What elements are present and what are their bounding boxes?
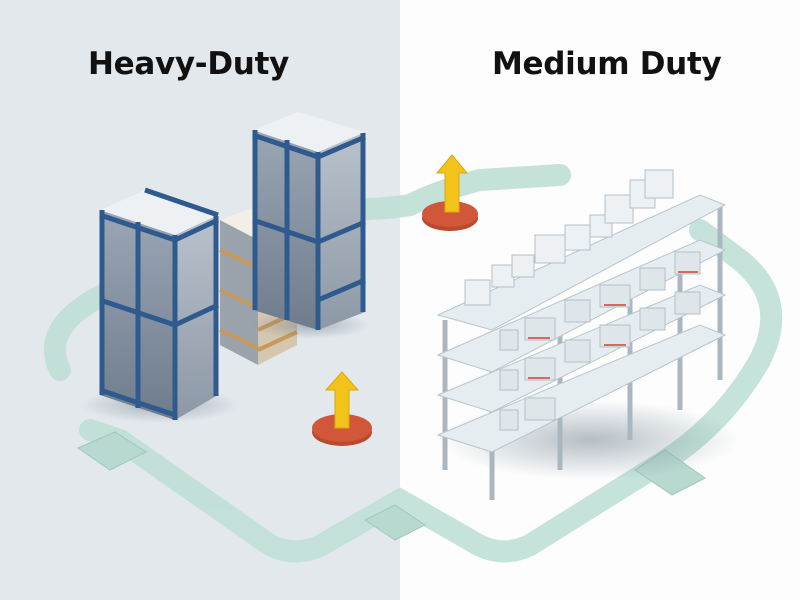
heavy-duty-rack-left bbox=[80, 187, 240, 423]
up-arrow-marker-icon bbox=[422, 154, 478, 231]
medium-duty-title: Medium Duty bbox=[492, 46, 722, 82]
floor-pad-center bbox=[364, 504, 426, 541]
medium-duty-shelving bbox=[436, 169, 740, 500]
heavy-duty-title: Heavy-Duty bbox=[88, 46, 289, 82]
floor-pad-left bbox=[76, 431, 148, 471]
heavy-duty-rack-right bbox=[250, 112, 370, 339]
up-arrow-marker-icon bbox=[312, 371, 372, 446]
